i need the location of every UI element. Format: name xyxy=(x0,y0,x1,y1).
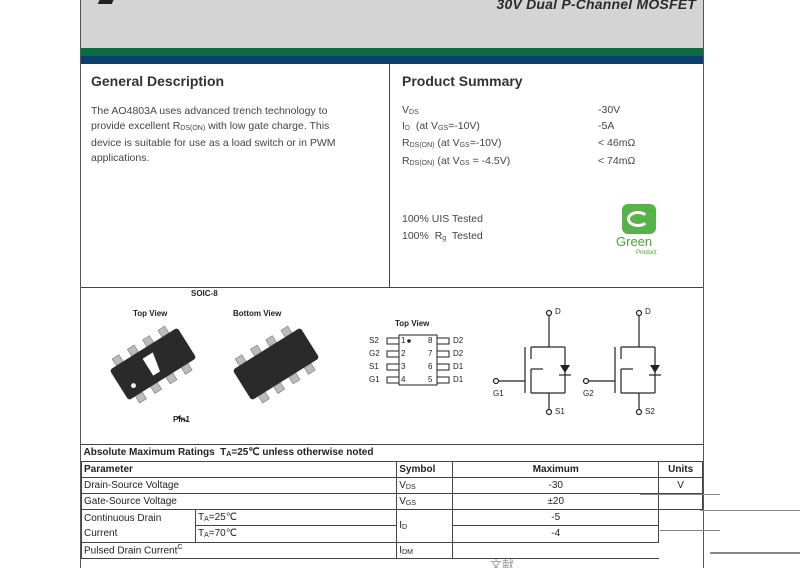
header-green-stripe xyxy=(81,48,703,56)
scan-artifact-line xyxy=(700,510,800,511)
scan-artifact-line xyxy=(640,494,720,495)
param-idm: Pulsed Drain CurrentC xyxy=(80,541,398,559)
soic-top-view-icon xyxy=(110,325,196,404)
pin-label-g2: G2 xyxy=(369,349,380,358)
package-name: SOIC-8 xyxy=(191,289,218,298)
table-header-row: Parameter Symbol Maximum Units xyxy=(80,460,703,478)
bottom-view-label: Bottom View xyxy=(233,309,282,318)
general-description-section: General Description The AO4803A uses adv… xyxy=(81,64,390,288)
summary-row-rdson-10v: RDS(ON) (at VGS=-10V) xyxy=(402,137,502,149)
pin-label-d2b: D2 xyxy=(453,349,464,358)
summary-row-id: ID (at VGS=-10V) xyxy=(402,120,480,132)
pin1-label: Pin1 xyxy=(173,415,190,424)
sym1-gate-label: G1 xyxy=(493,389,504,398)
summary-value-rdson-4v5: < 74mΩ xyxy=(598,155,636,167)
pin-label-d2a: D2 xyxy=(453,336,464,345)
pin-number-8: 8 xyxy=(428,336,433,345)
desc-line-1: The AO4803A uses advanced trench technol… xyxy=(91,105,328,117)
pin-number-1: 1 xyxy=(401,336,406,345)
absolute-maximum-ratings-table: Absolute Maximum Ratings TA=25℃ unless o… xyxy=(80,445,703,559)
rg-tested-text: 100% Rg Tested xyxy=(402,230,483,242)
top-view-label: Top View xyxy=(133,309,168,318)
table-row: Drain-Source Voltage VDS -30 V xyxy=(80,476,703,494)
scan-artifact-line xyxy=(660,530,720,531)
mosfet-symbol-2-icon xyxy=(582,309,656,416)
desc-line-2: provide excellent RDS(ON) with low gate … xyxy=(91,120,330,132)
summary-value-id: -5A xyxy=(598,120,615,132)
max-id-25: -5 xyxy=(452,508,660,526)
desc-line-3: device is suitable for use as a load swi… xyxy=(91,137,336,149)
pin-label-s1: S1 xyxy=(369,362,379,371)
package-diagram-section: SOIC-8 Top View Bottom View xyxy=(81,289,703,445)
pin-number-7: 7 xyxy=(428,349,433,358)
pin-label-g1: G1 xyxy=(369,375,380,384)
symbol-id: ID xyxy=(396,508,454,543)
sym1-drain-label: D xyxy=(555,307,561,316)
max-vds: -30 xyxy=(452,476,660,494)
ratings-title: Absolute Maximum Ratings TA=25℃ unless o… xyxy=(81,445,703,462)
header-blue-stripe xyxy=(81,56,703,64)
pin-number-4: 4 xyxy=(401,375,406,384)
param-vgs: Gate-Source Voltage xyxy=(80,492,398,510)
cond-id-25: TA=25℃ xyxy=(194,508,398,526)
green-product-logo: Green Product xyxy=(616,204,668,262)
uis-tested-text: 100% UIS Tested xyxy=(402,213,483,225)
package-drawings xyxy=(110,309,661,422)
document-title: 30V Dual P-Channel MOSFET xyxy=(496,0,696,12)
symbol-vds: VDS xyxy=(396,476,454,494)
sym2-gate-label: G2 xyxy=(583,389,594,398)
pin-number-6: 6 xyxy=(428,362,433,371)
summary-row-vds: VDS xyxy=(402,104,419,116)
pin-label-d1a: D1 xyxy=(453,362,464,371)
unit-vds: V xyxy=(658,476,703,494)
col-units: Units xyxy=(658,460,703,478)
soic-bottom-view-icon xyxy=(233,325,319,404)
symbol-vgs: VGS xyxy=(396,492,454,510)
summary-value-vds: -30V xyxy=(598,104,621,116)
sym1-source-label: S1 xyxy=(555,407,565,416)
scan-artifact-line xyxy=(710,552,800,554)
col-parameter: Parameter xyxy=(80,460,398,478)
table-row: Pulsed Drain CurrentC IDM xyxy=(80,541,703,559)
summary-row-rdson-4v5: RDS(ON) (at VGS = -4.5V) xyxy=(402,155,511,167)
sym2-drain-label: D xyxy=(645,307,651,316)
general-description-title: General Description xyxy=(91,73,225,89)
col-maximum: Maximum xyxy=(452,460,660,478)
param-vds: Drain-Source Voltage xyxy=(80,476,398,494)
pin-number-2: 2 xyxy=(401,349,406,358)
mosfet-symbol-1-icon xyxy=(492,309,566,416)
pin-number-5: 5 xyxy=(428,375,433,384)
pinout-diagram-icon xyxy=(386,334,450,386)
general-description-text: The AO4803A uses advanced trench technol… xyxy=(91,104,371,166)
symbol-idm: IDM xyxy=(396,541,454,559)
max-vgs: ±20 xyxy=(452,492,660,510)
col-symbol: Symbol xyxy=(396,460,454,478)
pin-number-3: 3 xyxy=(401,362,406,371)
desc-line-4: applications. xyxy=(91,152,150,164)
product-summary-section: Product Summary VDS -30V ID (at VGS=-10V… xyxy=(390,64,703,288)
outer-margin xyxy=(0,0,80,568)
cond-id-70: TA=70℃ xyxy=(194,525,398,543)
sym2-source-label: S2 xyxy=(645,407,655,416)
summary-value-rdson-10v: < 46mΩ xyxy=(598,137,636,149)
table-row: Gate-Source Voltage VGS ±20 xyxy=(80,492,703,510)
unit-vgs xyxy=(658,492,703,510)
table-title-row: Absolute Maximum Ratings TA=25℃ unless o… xyxy=(81,445,703,462)
pin-label-d1b: D1 xyxy=(453,375,464,384)
header-band xyxy=(81,0,703,48)
pin-label-s2: S2 xyxy=(369,336,379,345)
max-id-70: -4 xyxy=(452,525,660,543)
pinout-top-view-label: Top View xyxy=(395,319,430,328)
product-summary-title: Product Summary xyxy=(402,73,523,89)
watermark-text: 文献 xyxy=(490,558,515,568)
